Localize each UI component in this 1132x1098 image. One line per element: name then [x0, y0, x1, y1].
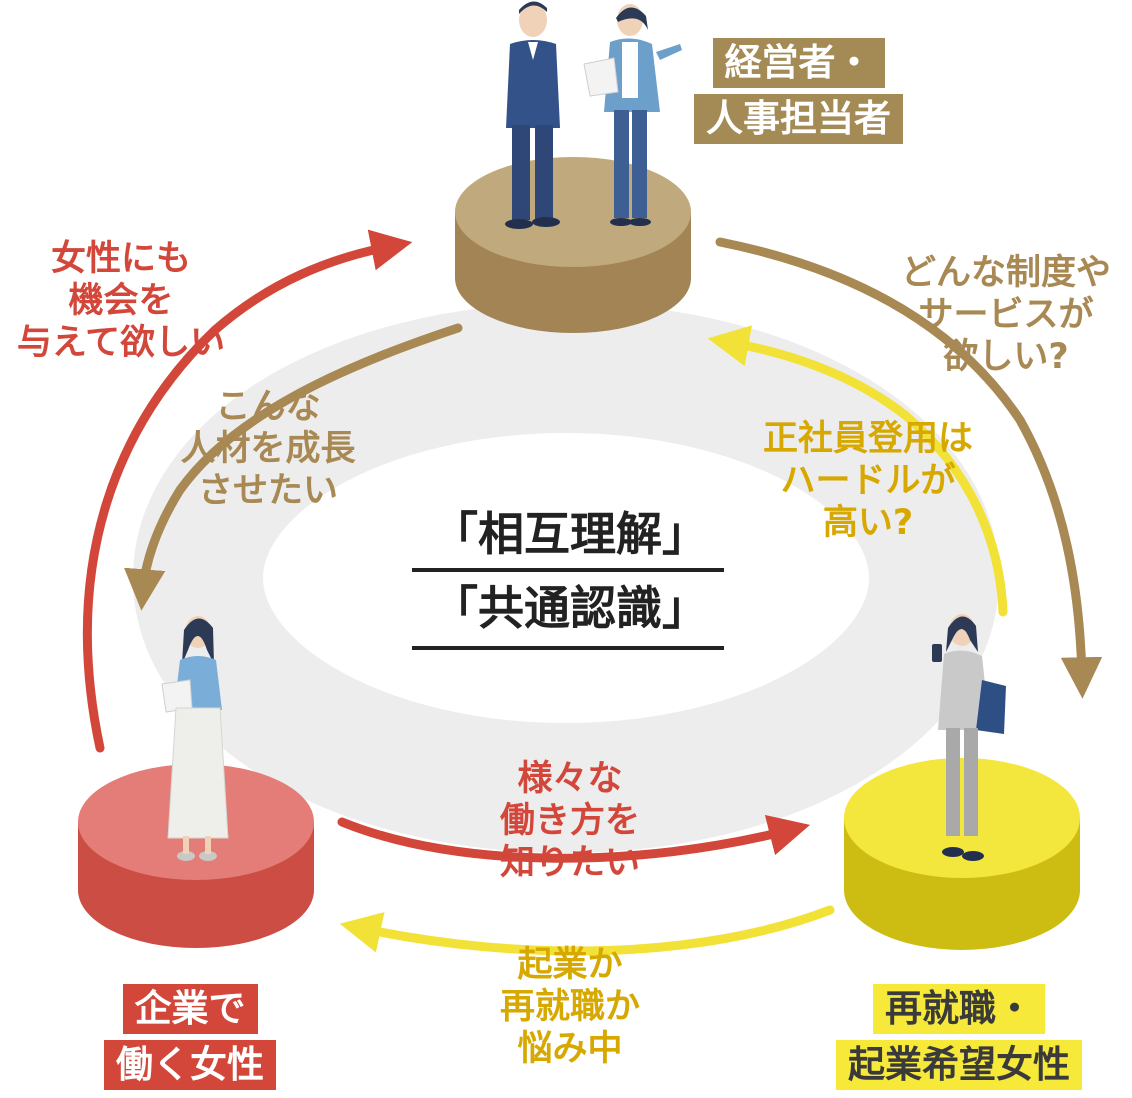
center-ring — [133, 303, 999, 853]
center-title-line1: 「相互理解」 — [432, 507, 708, 561]
tag-top-line2: 人事担当者 — [694, 94, 903, 144]
label-left-inner-line2: 人材を成長 — [180, 429, 356, 469]
tag-right-line1: 再就職・ — [873, 984, 1045, 1034]
center-title-line2: 「共通認識」 — [432, 581, 708, 635]
label-bottom-inner-line3: 知りたい — [499, 843, 640, 883]
label-right-inner-line1: 正社員登用は — [762, 419, 973, 459]
tag-reemployment-women: 再就職・ 起業希望女性 — [836, 984, 1082, 1096]
label-right-inner-line3: 高い? — [822, 503, 914, 543]
center-underline-2 — [412, 646, 724, 650]
label-bottom-outer: 起業か 再就職か 悩み中 — [470, 944, 670, 1070]
businessman-figure — [505, 1, 560, 229]
label-left-inner-line3: させたい — [197, 471, 338, 511]
label-right-outer-line3: 欲しい? — [943, 337, 1069, 377]
label-left-outer-line1: 女性にも — [50, 239, 191, 279]
tag-executives-hr: 経営者・ 人事担当者 — [694, 38, 903, 150]
label-bottom-inner: 様々な 働き方を 知りたい — [470, 758, 670, 884]
label-bottom-outer-line1: 起業か — [517, 945, 623, 985]
tag-left-line2: 働く女性 — [104, 1040, 276, 1090]
arrow-right-outer — [715, 237, 1103, 699]
center-title: 「相互理解」 「共通認識」 — [350, 508, 790, 656]
label-left-outer: 女性にも 機会を 与えて欲しい — [6, 238, 236, 364]
arrow-left-outer — [82, 229, 413, 753]
label-right-inner-line2: ハードルが — [780, 461, 956, 501]
arrow-bottom-outer — [339, 905, 835, 956]
tag-top-line1: 経営者・ — [712, 38, 885, 88]
podium-top — [455, 157, 691, 333]
label-bottom-outer-line3: 悩み中 — [517, 1029, 623, 1069]
hr-woman-figure — [583, 4, 682, 226]
arrow-right-inner — [707, 325, 1008, 617]
label-bottom-inner-line1: 様々な — [517, 759, 623, 799]
label-left-outer-line3: 与えて欲しい — [16, 323, 226, 363]
label-right-outer-line1: どんな制度や — [900, 253, 1111, 293]
label-left-outer-line2: 機会を — [68, 281, 174, 321]
label-left-inner: こんな 人材を成長 させたい — [158, 386, 378, 512]
tag-right-line2: 起業希望女性 — [836, 1040, 1082, 1090]
label-left-inner-line1: こんな — [215, 387, 321, 427]
jobseeking-woman-figure — [932, 614, 1006, 861]
podium-right — [844, 758, 1080, 950]
arrow-left-inner — [124, 323, 463, 611]
label-bottom-outer-line2: 再就職か — [499, 987, 640, 1027]
working-woman-figure — [161, 616, 229, 861]
label-right-inner: 正社員登用は ハードルが 高い? — [738, 418, 998, 544]
label-bottom-inner-line2: 働き方を — [499, 801, 640, 841]
label-right-outer: どんな制度や サービスが 欲しい? — [880, 252, 1132, 378]
tag-left-line1: 企業で — [122, 984, 258, 1034]
label-right-outer-line2: サービスが — [918, 295, 1094, 335]
arrow-bottom-inner — [337, 815, 811, 863]
tag-working-women: 企業で 働く女性 — [104, 984, 276, 1096]
center-underline-1 — [412, 568, 724, 572]
